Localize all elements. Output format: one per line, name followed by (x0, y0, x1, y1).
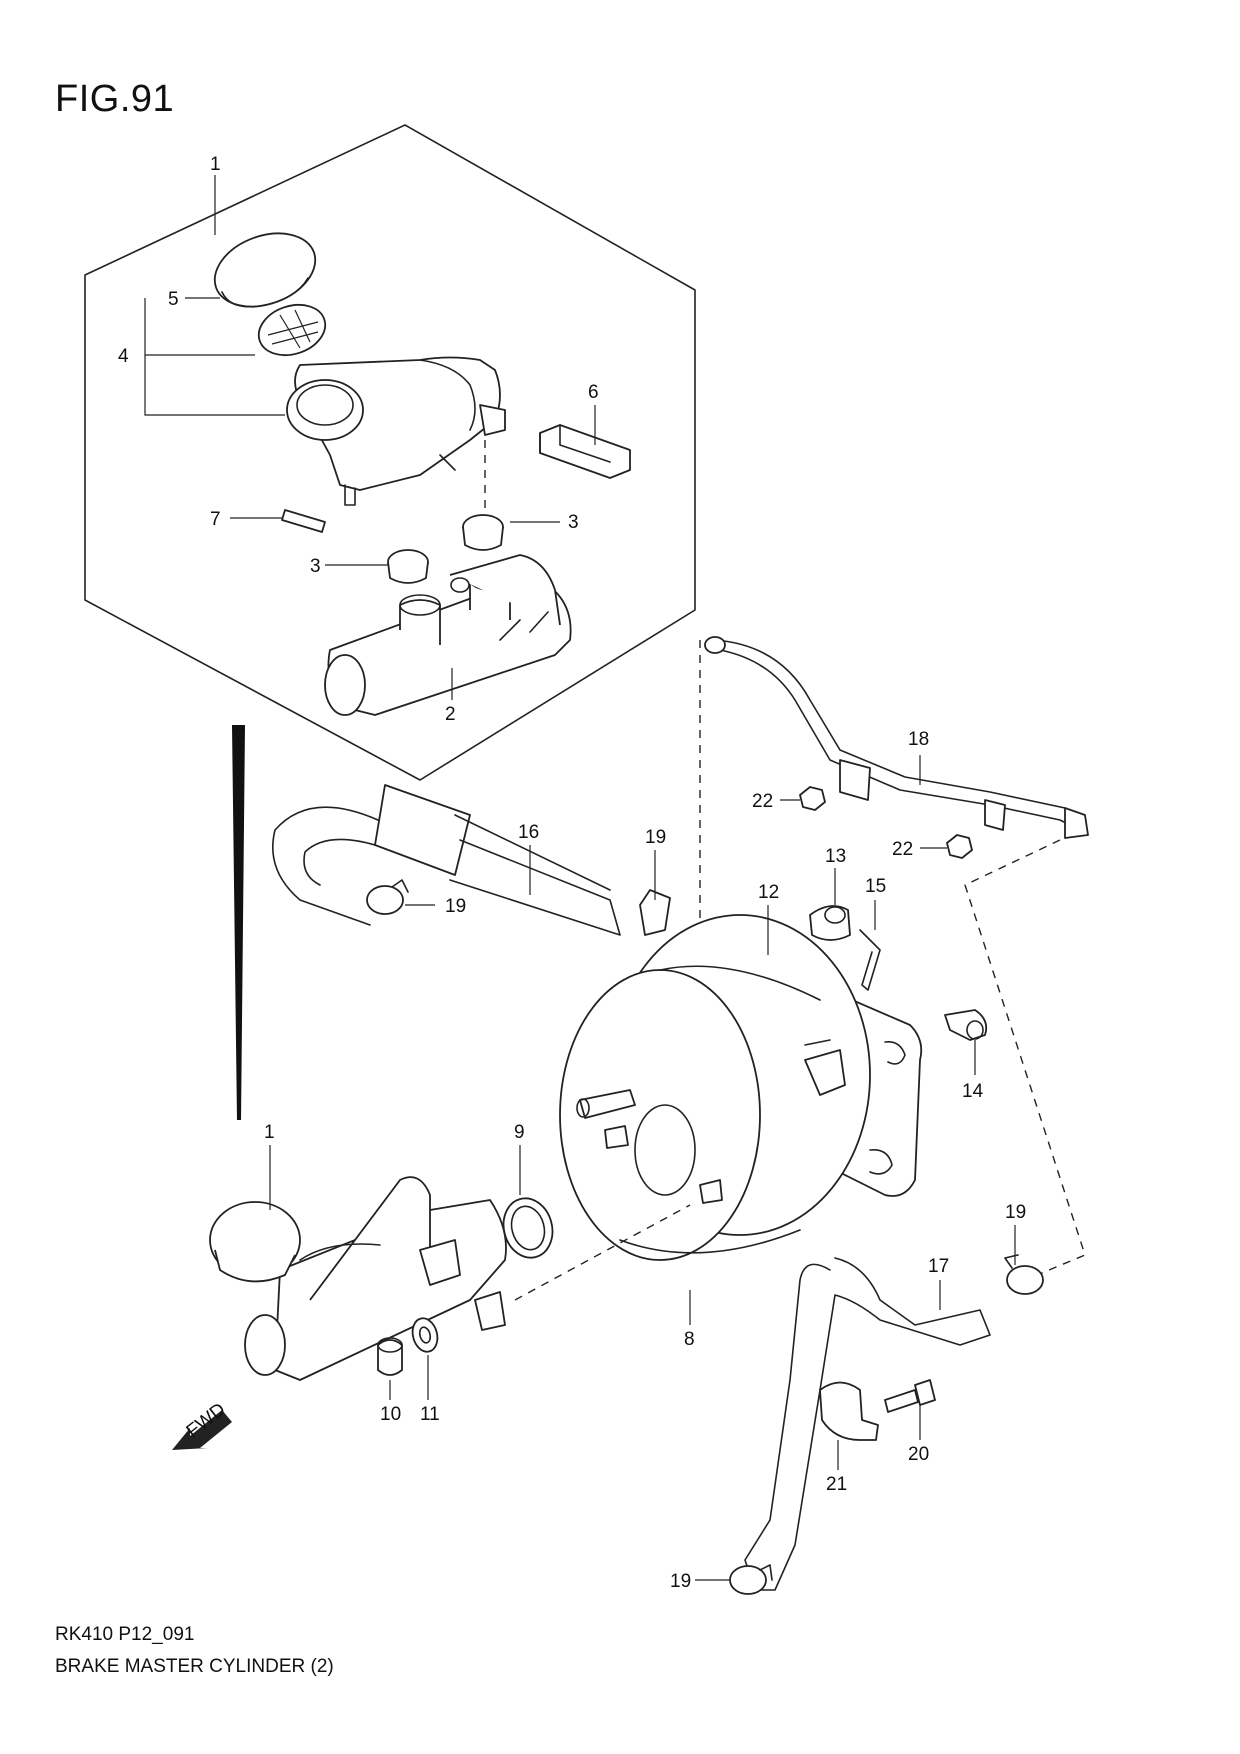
callout-22-left: 22 (752, 791, 773, 812)
callout-17: 17 (928, 1256, 949, 1277)
hose-clamp-right (1004, 1254, 1044, 1295)
lower-vacuum-hose (744, 1257, 991, 1591)
hose-clamp-check (639, 889, 671, 936)
clevis-pin (944, 1009, 988, 1041)
callout-19-hose: 19 (645, 827, 666, 848)
diagram-code: RK410 P12_091 (55, 1624, 195, 1645)
callout-3-right: 3 (568, 512, 579, 533)
bracket-bolt (884, 1379, 936, 1413)
callout-19-bottom: 19 (670, 1571, 691, 1592)
callout-19-right: 19 (1005, 1202, 1026, 1223)
fwd-arrow: FWD (172, 1399, 232, 1450)
callout-19-left: 19 (445, 896, 466, 917)
master-cylinder-body (324, 554, 572, 716)
reservoir-body (286, 356, 506, 506)
callout-1-bottom: 1 (264, 1122, 275, 1143)
callout-22-right: 22 (892, 839, 913, 860)
leader-lines (144, 175, 1016, 1581)
callout-18: 18 (908, 729, 929, 750)
grommet-lower (387, 549, 429, 584)
hose-clamp-upper (366, 879, 409, 915)
callout-9: 9 (514, 1122, 525, 1143)
nut-10 (377, 1337, 403, 1376)
callout-7: 7 (210, 509, 221, 530)
bushing (809, 905, 851, 941)
callout-10: 10 (380, 1404, 401, 1425)
callout-4: 4 (118, 346, 129, 367)
brake-booster (559, 914, 871, 1261)
washer-11 (411, 1317, 439, 1353)
callout-13: 13 (825, 846, 846, 867)
callout-6: 6 (588, 382, 599, 403)
callout-12: 12 (758, 882, 779, 903)
reservoir-cap (213, 232, 317, 308)
vacuum-pipe (704, 636, 1089, 839)
master-cylinder-assembly (209, 1176, 507, 1381)
callout-15: 15 (865, 876, 886, 897)
vacuum-hose (272, 784, 621, 936)
callout-1-top: 1 (210, 154, 221, 175)
direction-wedge (232, 725, 245, 1120)
reservoir-pin (281, 509, 326, 533)
reservoir-strainer (257, 303, 327, 357)
nut-22-left (799, 786, 826, 811)
callout-5: 5 (168, 289, 179, 310)
callout-3-left: 3 (310, 556, 321, 577)
reservoir-seal (539, 424, 631, 479)
nut-22-right (946, 834, 973, 859)
figure-title: FIG.91 (55, 78, 175, 120)
callout-8: 8 (684, 1329, 695, 1350)
callout-2: 2 (445, 704, 456, 725)
callout-16: 16 (518, 822, 539, 843)
grommet-upper (462, 514, 504, 551)
hose-bracket (819, 1381, 879, 1441)
callout-20: 20 (908, 1444, 929, 1465)
assembly-frame (84, 124, 696, 781)
callout-14: 14 (962, 1081, 984, 1102)
cotter-pin (859, 929, 881, 991)
callout-21: 21 (826, 1474, 847, 1495)
diagram-caption: BRAKE MASTER CYLINDER (2) (55, 1656, 334, 1677)
callout-11: 11 (420, 1404, 440, 1425)
